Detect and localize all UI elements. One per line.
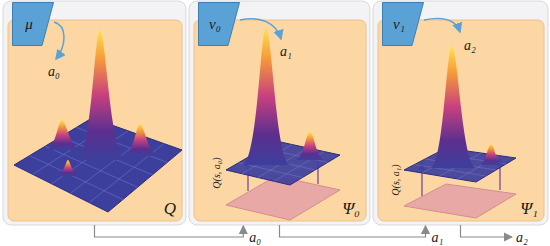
action-label: a₀ xyxy=(48,62,60,80)
network-trapezoid xyxy=(199,3,240,46)
network-block: ν₀ xyxy=(198,2,240,46)
policy-label: μ xyxy=(25,16,33,33)
value-shift-text: Q(s, a₁) xyxy=(389,164,400,195)
plot-area xyxy=(378,20,544,221)
policy-label: ν₀ xyxy=(209,16,221,33)
network-block: μ xyxy=(12,2,54,46)
action-text: a₁ xyxy=(280,44,292,59)
output-arrow xyxy=(461,225,513,237)
surface-peak xyxy=(46,120,80,150)
value-panel: Qμ xyxy=(3,1,186,225)
function-label: Ψ₀ xyxy=(342,200,360,219)
surface-peak xyxy=(124,124,158,156)
function-label: Ψ₁ xyxy=(520,200,538,219)
value-shift-label: Q(s, a₀) xyxy=(205,157,223,188)
sample-arrow xyxy=(54,22,64,59)
action-connector xyxy=(95,225,244,237)
panel-ground xyxy=(189,1,370,225)
network-shape xyxy=(12,2,54,46)
value-shift-label: Q(s, a₁) xyxy=(384,164,402,195)
network-trapezoid xyxy=(383,3,424,46)
action-label: a₁ xyxy=(280,42,292,60)
action-text: a₂ xyxy=(516,230,528,245)
action-text: a₀ xyxy=(48,64,60,79)
sample-arrow xyxy=(424,19,460,33)
surface-peak xyxy=(430,46,476,168)
plot-area xyxy=(194,20,366,221)
surface-peak xyxy=(296,132,324,160)
policy-label: ν₁ xyxy=(393,16,405,33)
network-block: ν₁ xyxy=(382,2,424,46)
plot-area xyxy=(8,20,182,221)
action-connector xyxy=(280,225,426,237)
action-text: a₂ xyxy=(464,38,476,53)
network-trapezoid xyxy=(13,3,54,46)
function-label: Q xyxy=(164,200,176,219)
value-panel: Ψ₀ ν₀ xyxy=(189,1,370,225)
edge-label: a₀ xyxy=(248,228,262,246)
action-text: a₀ xyxy=(248,230,262,245)
panel-ground xyxy=(3,1,186,225)
action-label: a₂ xyxy=(464,36,476,54)
sample-arrow xyxy=(240,19,281,39)
action-label: a₂ xyxy=(516,228,528,246)
surface-peak xyxy=(76,30,126,160)
base-plane xyxy=(404,184,516,218)
action-text: a₁ xyxy=(431,230,445,245)
surface-peak xyxy=(480,144,502,165)
edge-label: a₁ xyxy=(431,228,445,246)
surface-peak xyxy=(56,160,80,176)
grid-line xyxy=(30,156,123,200)
value-shift-text: Q(s, a₀) xyxy=(210,157,221,188)
panel-ground xyxy=(373,1,548,225)
